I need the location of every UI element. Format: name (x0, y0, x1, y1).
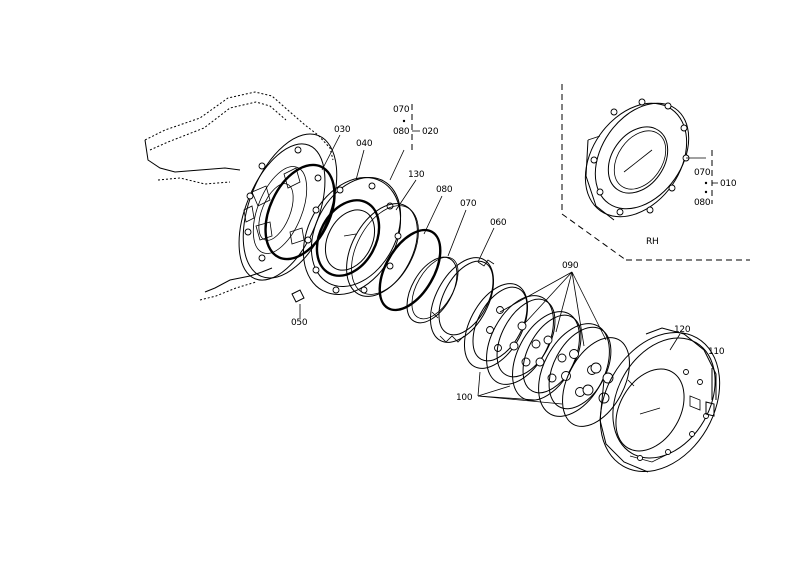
label-080: 080 (436, 185, 453, 195)
part-030-seal-ring (264, 163, 336, 261)
transmission-housing (144, 91, 334, 301)
part-130-ring (346, 203, 419, 297)
label-030: 030 (334, 125, 351, 135)
label-070: 070 (460, 199, 477, 209)
label-020: 020 (422, 127, 439, 137)
part-050-plug (291, 289, 305, 314)
label-050: 050 (291, 318, 308, 328)
label-070-rh: 070 (694, 168, 711, 178)
part-labels: 070 080 020 030 040 130 080 070 060 090 … (291, 105, 737, 403)
part-060-spring-plate (429, 257, 495, 343)
label-040: 040 (356, 139, 373, 149)
part-080-ring (378, 228, 442, 312)
label-100: 100 (456, 393, 473, 403)
part-070-ring (406, 256, 459, 324)
label-rh: RH (646, 237, 658, 247)
label-010: 010 (720, 179, 737, 189)
part-110-pin (705, 368, 715, 417)
part-120-brake-housing (599, 327, 721, 473)
label-070-top: 070 (393, 105, 410, 115)
housing-flange (238, 133, 338, 281)
label-110: 110 (708, 347, 725, 357)
parts-090-100-disc-pack (463, 283, 630, 427)
label-120: 120 (674, 325, 691, 335)
label-130: 130 (408, 170, 425, 180)
label-060: 060 (490, 218, 507, 228)
leader-lines (299, 104, 718, 405)
label-080-rh: 080 (694, 198, 711, 208)
part-040-piston-flange (302, 176, 402, 296)
label-090: 090 (562, 261, 579, 271)
rh-inset (561, 84, 750, 261)
label-080-top: 080 (393, 127, 410, 137)
